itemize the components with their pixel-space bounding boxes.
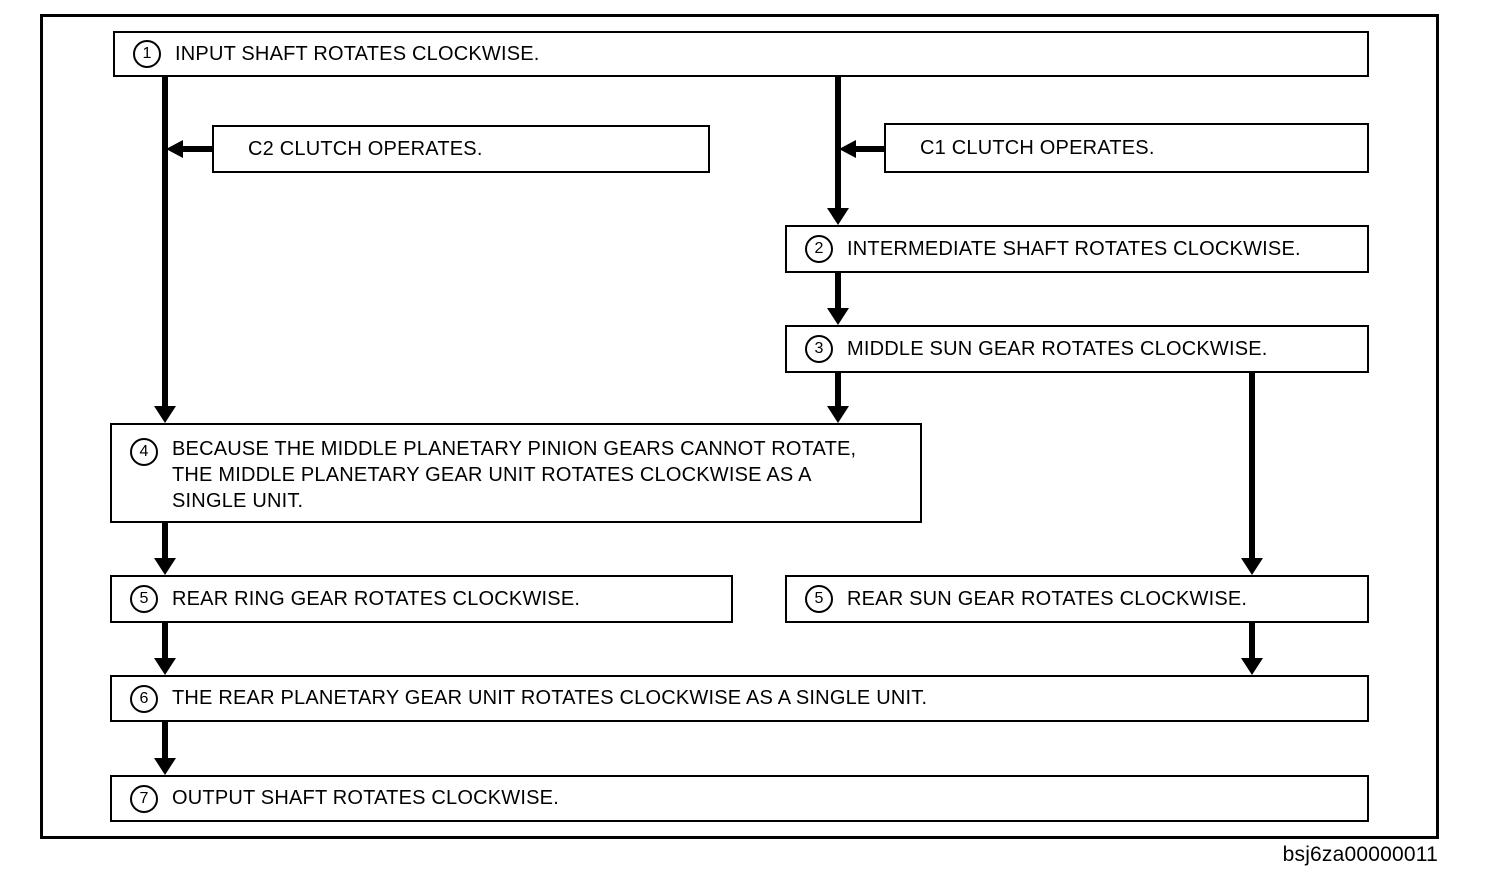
node-rear-sun-gear: 5 REAR SUN GEAR ROTATES CLOCKWISE. <box>785 575 1369 623</box>
step-number-circle-3: 3 <box>805 335 833 363</box>
node-label: BECAUSE THE MIDDLE PLANETARY PINION GEAR… <box>172 438 857 512</box>
node-rear-ring-gear: 5 REAR RING GEAR ROTATES CLOCKWISE. <box>110 575 733 623</box>
arrowhead-down-into-rear-ring <box>154 558 176 575</box>
arrowhead-left-c1-clutch <box>839 140 856 158</box>
node-label: MIDDLE SUN GEAR ROTATES CLOCKWISE. <box>847 337 1268 360</box>
step-number-circle-6: 6 <box>130 684 158 713</box>
connector-line-c2-clutch <box>180 146 212 152</box>
node-middle-planetary-unit: 4 BECAUSE THE MIDDLE PLANETARY PINION GE… <box>110 423 922 523</box>
node-output-shaft: 7 OUTPUT SHAFT ROTATES CLOCKWISE. <box>110 775 1369 822</box>
node-label: INTERMEDIATE SHAFT ROTATES CLOCKWISE. <box>847 237 1301 260</box>
arrowhead-down-into-rear-sun <box>1241 558 1263 575</box>
connector-line-rear-sun-to-rear-planetary <box>1249 623 1255 659</box>
node-label: C1 CLUTCH OPERATES. <box>920 136 1155 159</box>
connector-line-rear-planetary-to-output <box>162 722 168 759</box>
step-number-circle-1: 1 <box>133 40 161 68</box>
node-middle-sun-gear: 3 MIDDLE SUN GEAR ROTATES CLOCKWISE. <box>785 325 1369 373</box>
connector-line-input-to-middle-planetary <box>162 77 168 408</box>
connector-line-input-to-intermediate <box>835 77 841 209</box>
node-intermediate-shaft: 2 INTERMEDIATE SHAFT ROTATES CLOCKWISE. <box>785 225 1369 273</box>
step-number-circle-4: 4 <box>130 438 158 466</box>
arrowhead-down-into-intermediate <box>827 208 849 225</box>
node-label: OUTPUT SHAFT ROTATES CLOCKWISE. <box>172 787 559 809</box>
node-input-shaft: 1 INPUT SHAFT ROTATES CLOCKWISE. <box>113 31 1369 77</box>
arrowhead-down-into-middle-planetary-left <box>154 406 176 423</box>
figure-code: bsj6za00000011 <box>1282 843 1438 866</box>
step-number-circle-2: 2 <box>805 235 833 263</box>
arrowhead-down-into-rear-planetary-right <box>1241 658 1263 675</box>
connector-line-rear-ring-to-rear-planetary <box>162 623 168 659</box>
connector-line-middle-planetary-to-rear-ring <box>162 523 168 559</box>
step-number-circle-5-left: 5 <box>130 585 158 613</box>
arrowhead-down-into-middle-planetary-right <box>827 406 849 423</box>
arrowhead-down-into-middle-sun <box>827 308 849 325</box>
arrowhead-down-into-output <box>154 758 176 775</box>
node-label: INPUT SHAFT ROTATES CLOCKWISE. <box>175 42 540 65</box>
connector-line-middle-sun-to-rear-sun <box>1249 373 1255 559</box>
node-label: REAR SUN GEAR ROTATES CLOCKWISE. <box>847 587 1248 610</box>
arrowhead-down-into-rear-planetary-left <box>154 658 176 675</box>
step-number-circle-7: 7 <box>130 784 158 813</box>
node-rear-planetary-unit: 6 THE REAR PLANETARY GEAR UNIT ROTATES C… <box>110 675 1369 722</box>
arrowhead-left-c2-clutch <box>166 140 183 158</box>
node-c1-clutch: C1 CLUTCH OPERATES. <box>884 123 1369 173</box>
connector-line-middle-sun-to-middle-planetary <box>835 373 841 407</box>
connector-line-intermediate-to-middle-sun <box>835 273 841 309</box>
node-label: THE REAR PLANETARY GEAR UNIT ROTATES CLO… <box>172 687 928 709</box>
node-label: C2 CLUTCH OPERATES. <box>248 137 483 160</box>
connector-line-c1-clutch <box>853 146 884 152</box>
step-number-circle-5-right: 5 <box>805 585 833 613</box>
node-c2-clutch: C2 CLUTCH OPERATES. <box>212 125 710 173</box>
node-label: REAR RING GEAR ROTATES CLOCKWISE. <box>172 587 581 610</box>
